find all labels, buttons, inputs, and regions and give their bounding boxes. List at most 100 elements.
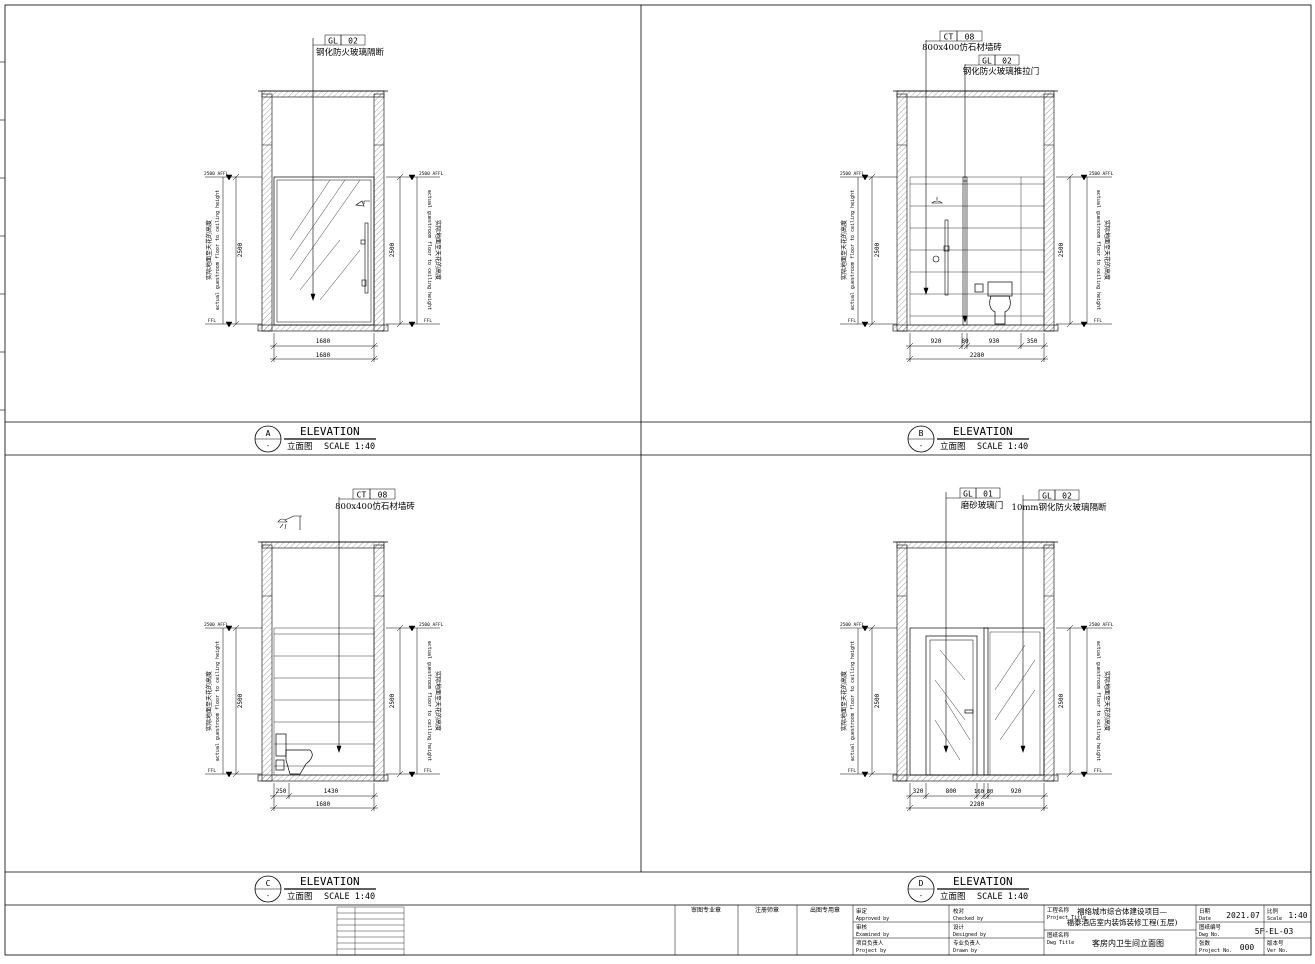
tile-wall xyxy=(273,627,375,776)
scale-label-cn: 比例 xyxy=(1267,907,1279,915)
dwg-title-label-en: Dwg Title xyxy=(1047,940,1074,946)
height-label-top-right: 2500 AFFL xyxy=(1089,622,1114,628)
height-dim-left: 2500 xyxy=(237,693,244,708)
drawn-label-en: Drawn by xyxy=(953,948,977,954)
height-dim-right: 2500 xyxy=(389,242,396,257)
scale-label-en: Scale xyxy=(1267,916,1282,922)
project-name-line-1: 福络城市综合体建设项目— xyxy=(1077,906,1167,916)
height-note-cn-left: 实际地面至天花的高度 xyxy=(205,220,213,280)
glass-partition xyxy=(989,631,1041,776)
width-dim-2: 1430 xyxy=(324,788,339,795)
tag-description: 钢化防火玻璃推拉门 xyxy=(963,66,1040,77)
project-name-line-2: 福泰酒店室内装饰装修工程(五层) xyxy=(1067,917,1178,927)
height-label-top-left: 2500 AFFL xyxy=(840,171,865,177)
height-note-cn-right: 实际地面至天花的高度 xyxy=(1103,220,1111,280)
height-label-top-right: 2500 AFFL xyxy=(419,171,444,177)
elevation-title: ELEVATION xyxy=(953,875,1013,888)
height-dim-left: 2500 xyxy=(237,242,244,257)
tag-code: GL xyxy=(963,490,973,499)
elevation-sub-id: - xyxy=(266,892,270,900)
width-dim-3: 930 xyxy=(989,338,1000,345)
material-tag-ct-08: CT 08 800x400仿石材墙砖 xyxy=(335,488,415,512)
material-tag-ct-08: CT 08 800x400仿石材墙砖 xyxy=(922,30,1002,53)
height-dim-right: 2500 xyxy=(389,693,396,708)
height-dims xyxy=(840,173,1112,328)
height-note-cn-left: 实际地面至天花的高度 xyxy=(205,671,213,731)
examined-label-en: Examined by xyxy=(856,932,889,938)
tag-code: CT xyxy=(357,491,367,500)
project-no-value: 000 xyxy=(1240,943,1255,952)
wall-structure xyxy=(257,90,389,332)
title-block-grid xyxy=(853,905,1311,955)
material-tag-gl-02: GL 02 10mm钢化防火玻璃隔断 xyxy=(1012,489,1107,513)
width-dim-5: 920 xyxy=(1011,788,1022,795)
tag-number: 08 xyxy=(965,33,975,42)
width-dim-1: 920 xyxy=(931,338,942,345)
checked-label-en: Checked by xyxy=(953,916,983,922)
elevation-subtitle: 立面图 xyxy=(287,891,313,902)
height-note-cn-left: 实际地面至天花的高度 xyxy=(840,220,848,280)
elevation-title: ELEVATION xyxy=(300,425,360,438)
height-label-top-right: 2500 AFFL xyxy=(419,622,444,628)
elevation-title: ELEVATION xyxy=(300,875,360,888)
tag-description: 钢化防火玻璃隔断 xyxy=(316,47,385,58)
height-note-en-left: actual guestroom floor to ceiling height xyxy=(215,190,221,310)
dwg-no-label-cn: 图纸编号 xyxy=(1199,923,1222,931)
ver-label-en: Ver No. xyxy=(1267,948,1288,954)
width-dims xyxy=(906,783,1048,812)
tag-description: 800x400仿石材墙砖 xyxy=(335,501,415,512)
elevation-sub-id: - xyxy=(919,442,923,450)
tag-description: 10mm钢化防火玻璃隔断 xyxy=(1012,502,1107,513)
dwg-no-value: 5F-EL-03 xyxy=(1255,927,1294,936)
tag-code: CT xyxy=(944,33,954,42)
width-dim-total: 2280 xyxy=(970,352,985,359)
width-dim-1: 250 xyxy=(276,788,287,795)
checked-label-cn: 校对 xyxy=(953,907,965,915)
approved-label-en: Approved by xyxy=(856,916,889,922)
tag-code: GL xyxy=(1042,492,1052,501)
project-no-label-cn: 张数 xyxy=(1199,939,1211,947)
width-dim-1: 1680 xyxy=(316,338,331,345)
height-label-bottom-right: FFL xyxy=(424,318,432,324)
leader-lines xyxy=(310,38,316,301)
sheet-frame xyxy=(4,4,1312,956)
height-label-top-right: 2500 AFFL xyxy=(1089,171,1114,177)
tag-number: 02 xyxy=(1062,492,1072,501)
scale-value: 1:40 xyxy=(1288,911,1307,920)
wall-structure xyxy=(257,541,389,782)
shower-fixture xyxy=(931,197,950,296)
elevation-b: CT 08 800x400仿石材墙砖 GL 02 钢化防火玻璃推拉门 2500 … xyxy=(840,30,1114,453)
width-dim-total: 2280 xyxy=(970,801,985,808)
elevation-scale: SCALE 1:40 xyxy=(324,442,375,452)
elevation-id: B xyxy=(919,429,924,438)
height-note-cn-right: 实际地面至天花的高度 xyxy=(1103,671,1111,731)
width-dims xyxy=(906,333,1048,363)
tag-number: 02 xyxy=(1002,57,1012,66)
date-label-en: Date xyxy=(1199,916,1211,922)
glass-partition xyxy=(273,176,375,326)
project-title-label-cn: 工程名称 xyxy=(1047,906,1070,914)
elevation-scale: SCALE 1:40 xyxy=(324,892,375,902)
dwg-title-label-cn: 图纸名称 xyxy=(1047,931,1070,939)
elevation-id: A xyxy=(266,429,271,438)
height-dims xyxy=(205,624,440,778)
elevation-d: GL 01 磨砂玻璃门 GL 02 10mm钢化防火玻璃隔断 2500 AFFL… xyxy=(840,487,1114,903)
height-label-bottom-left: FFL xyxy=(848,768,856,774)
tag-description: 800x400仿石材墙砖 xyxy=(922,42,1002,53)
stamp-area xyxy=(674,905,854,955)
tag-code: GL xyxy=(328,37,338,46)
height-label-top-left: 2500 AFFL xyxy=(204,171,229,177)
height-label-bottom-left: FFL xyxy=(208,768,216,774)
elevation-id: C xyxy=(266,879,271,888)
leader-lines xyxy=(923,40,968,323)
height-note-cn-right: 实际地面至天花的高度 xyxy=(434,671,442,731)
width-dim-total: 1680 xyxy=(316,352,331,359)
height-label-bottom-right: FFL xyxy=(424,768,432,774)
elevation-title-b: B - ELEVATION 立面图 SCALE 1:40 xyxy=(907,425,1029,453)
height-note-en-right: actual guestroom floor to ceiling height xyxy=(1095,190,1101,310)
drawn-label-cn: 专业负责人 xyxy=(953,939,981,947)
height-dims xyxy=(205,173,440,328)
project-no-label-en: Project No. xyxy=(1199,948,1232,954)
elevation-scale: SCALE 1:40 xyxy=(977,442,1028,452)
revision-table xyxy=(336,906,405,956)
